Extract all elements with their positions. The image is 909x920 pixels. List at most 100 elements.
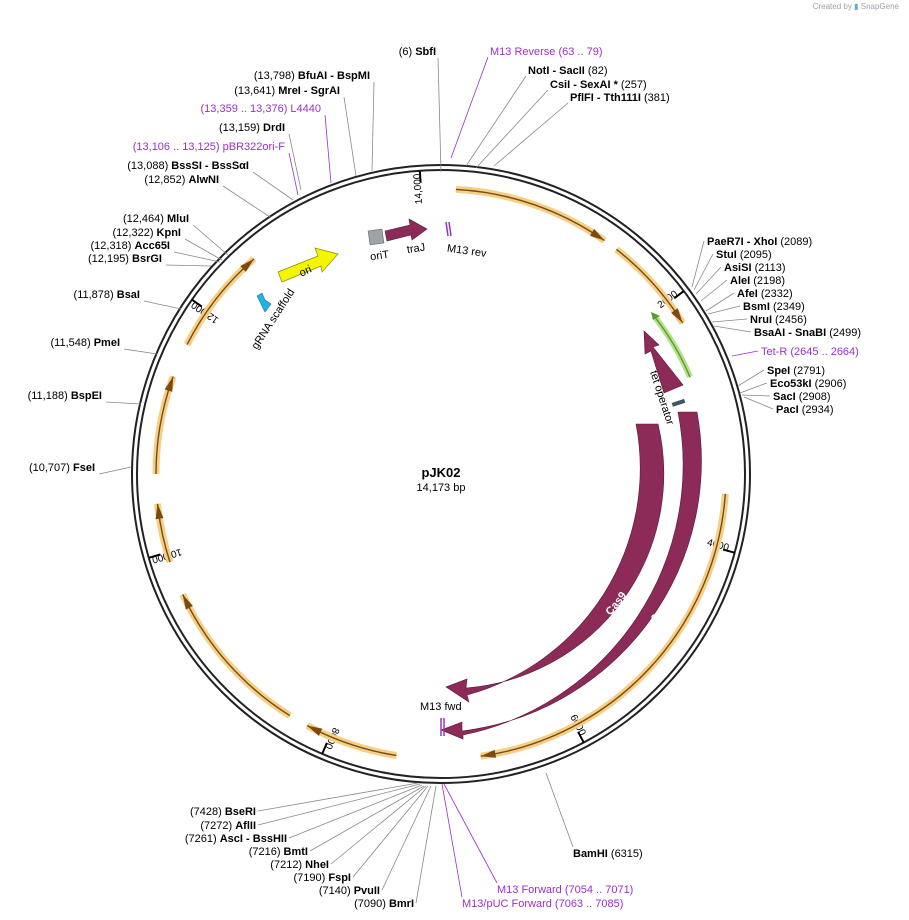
svg-text:M13/pUC Forward (7063 .. 70: M13/pUC Forward (7063 .. 7085) [462,898,623,910]
ring-tick [673,290,685,300]
site-spei[interactable]: SpeI (2791) [767,365,825,377]
site-labels: (6) SbfI (13,798) BfuAI - BspMI (13,641) M… [28,46,861,910]
site-nrui[interactable]: NruI (2456) [750,314,807,326]
svg-text:(7428) BseRI: (7428) BseRI [190,806,256,818]
site-stui[interactable]: StuI (2095) [716,249,772,261]
svg-text:(7212) NheI: (7212) NheI [270,859,329,871]
plasmid-name: pJK02 [421,465,460,480]
feature-gRNA-scaffold[interactable] [256,292,272,313]
svg-text:AleI (2198): AleI (2198) [730,275,785,287]
svg-text:AfeI (2332): AfeI (2332) [737,288,793,300]
site-fsei[interactable]: (10,707) FseI [29,462,95,474]
orf-arc[interactable] [455,185,607,244]
site-tet-r[interactable]: Tet-R (2645 .. 2664) [761,346,859,358]
svg-text:(12,322) KpnI: (12,322) KpnI [113,227,181,239]
site-bfuai[interactable]: (13,798) BfuAI - BspMI [254,70,370,82]
svg-text:(7272) AflII: (7272) AflII [200,820,256,832]
primer-m13-rev[interactable] [448,221,452,237]
feature-ori[interactable] [277,247,339,283]
site-csii[interactable]: CsiI - SexAI * (257) [550,79,647,91]
svg-text:BsaAI - SnaBI (2499): BsaAI - SnaBI (2499) [754,327,861,339]
site-m13-puc-forward[interactable]: M13/pUC Forward (7063 .. 7085) [462,898,623,910]
site-drdi[interactable]: (13,159) DrdI [219,122,285,134]
site-asci[interactable]: (7261) AscI - BssHII [185,833,287,845]
svg-text:(7261) AscI - BssHII: (7261) AscI - BssHII [185,833,287,845]
site-l4440[interactable]: (13,359 .. 13,376) L4440 [201,103,321,115]
ring-tick [418,170,422,183]
svg-text:StuI (2095): StuI (2095) [716,249,772,261]
svg-text:(13,159) DrdI: (13,159) DrdI [219,122,285,134]
site-acc65i[interactable]: (12,318) Acc65I [90,240,170,252]
site-mrei[interactable]: (13,641) MreI - SgrAI [234,85,340,97]
site-fspi[interactable]: (7190) FspI [294,872,351,884]
site-bspei[interactable]: (11,188) BspEI [28,390,102,402]
label-oriT: oriT [369,249,390,264]
svg-text:SpeI (2791): SpeI (2791) [767,365,825,377]
site-bamhi[interactable]: BamHI (6315) [573,848,643,860]
orf-arcs [152,185,729,760]
svg-text:(7090) BmrI: (7090) BmrI [354,898,414,910]
svg-text:(12,464) MluI: (12,464) MluI [123,213,189,225]
site-paci[interactable]: PacI (2934) [776,404,834,416]
ring-tick-label: 14,000 [412,173,425,205]
plasmid-title: pJK02 14,173 bp [417,465,466,494]
site-bseri[interactable]: (7428) BseRI [190,806,256,818]
svg-text:NotI - SacII (82): NotI - SacII (82) [528,65,607,77]
site-bmti[interactable]: (7216) BmtI [249,846,308,858]
site-bsai[interactable]: (11,878) BsaI [74,289,140,301]
feature-cas9-inner[interactable] [445,423,665,703]
site-bsaai[interactable]: BsaAI - SnaBI (2499) [754,327,861,339]
site-bmri[interactable]: (7090) BmrI [354,898,414,910]
ring-tick [148,553,161,559]
site-pvuii[interactable]: (7140) PvuII [319,885,380,897]
svg-text:(7216) BmtI: (7216) BmtI [249,846,308,858]
site-nhei[interactable]: (7212) NheI [270,859,329,871]
feature-oriT[interactable] [367,228,385,246]
site-aflii[interactable]: (7272) AflII [200,820,256,832]
site-bsrgi[interactable]: (12,195) BsrGI [88,253,162,265]
label-m13-rev: M13 rev [446,243,488,260]
svg-text:PflFI - Tth111I (381): PflFI - Tth111I (381) [570,92,670,104]
label-gRNA-scaffold: gRNA scaffold [249,287,297,352]
svg-text:(10,707) FseI: (10,707) FseI [29,462,95,474]
site-asisi[interactable]: AsiSI (2113) [724,262,786,274]
feature-tet-operator[interactable] [671,398,686,407]
plasmid-length: 14,173 bp [417,482,466,494]
svg-text:(13,798) BfuAI - BspMI: (13,798) BfuAI - BspMI [254,70,370,82]
label-ori: ori [297,263,313,279]
site-pbr322ori-f[interactable]: (13,106 .. 13,125) pBR322ori-F [133,141,286,153]
svg-text:Eco53kI (2906): Eco53kI (2906) [770,378,846,390]
svg-text:BsmI (2349): BsmI (2349) [743,301,805,313]
credit-app-name: SnapGene [860,2,899,11]
svg-text:(13,641) MreI - SgrAI: (13,641) MreI - SgrAI [234,85,340,97]
svg-text:PacI (2934): PacI (2934) [776,404,834,416]
site-sbfi[interactable]: (6) SbfI [399,46,436,58]
site-m13-forward[interactable]: M13 Forward (7054 .. 7071) [497,884,633,896]
site-bsssi[interactable]: (13,088) BssSI - BssSαI [127,160,249,172]
svg-text:(11,188) BspEI: (11,188) BspEI [28,390,102,402]
site-bsmi[interactable]: BsmI (2349) [743,301,805,313]
svg-text:(13,106 .. 13,125) pBR322ori-: (13,106 .. 13,125) pBR322ori-F [133,141,286,153]
site-alei[interactable]: AleI (2198) [730,275,785,287]
site-kpni[interactable]: (12,322) KpnI [113,227,181,239]
site-pflfi[interactable]: PflFI - Tth111I (381) [570,92,670,104]
svg-text:Tet-R (2645 .. 2664): Tet-R (2645 .. 2664) [761,346,859,358]
svg-text:(7190) FspI: (7190) FspI [294,872,351,884]
feature-TetR[interactable] [643,330,684,394]
site-m13-reverse[interactable]: M13 Reverse (63 .. 79) [490,46,603,58]
site-noti[interactable]: NotI - SacII (82) [528,65,607,77]
svg-text:(6) SbfI: (6) SbfI [399,46,436,58]
site-afei[interactable]: AfeI (2332) [737,288,793,300]
site-eco53ki[interactable]: Eco53kI (2906) [770,378,846,390]
svg-text:(11,548) PmeI: (11,548) PmeI [50,337,120,349]
feature-traJ[interactable] [384,218,428,242]
site-mlui[interactable]: (12,464) MluI [123,213,189,225]
site-alwni[interactable]: (12,852) AlwNI [144,174,219,186]
svg-text:AsiSI (2113): AsiSI (2113) [724,262,786,274]
site-pmei[interactable]: (11,548) PmeI [50,337,120,349]
site-saci[interactable]: SacI (2908) [773,391,831,403]
svg-text:(12,852) AlwNI: (12,852) AlwNI [144,174,219,186]
ring-tick [722,548,735,554]
site-paer7i[interactable]: PaeR7I - XhoI (2089) [707,236,812,248]
